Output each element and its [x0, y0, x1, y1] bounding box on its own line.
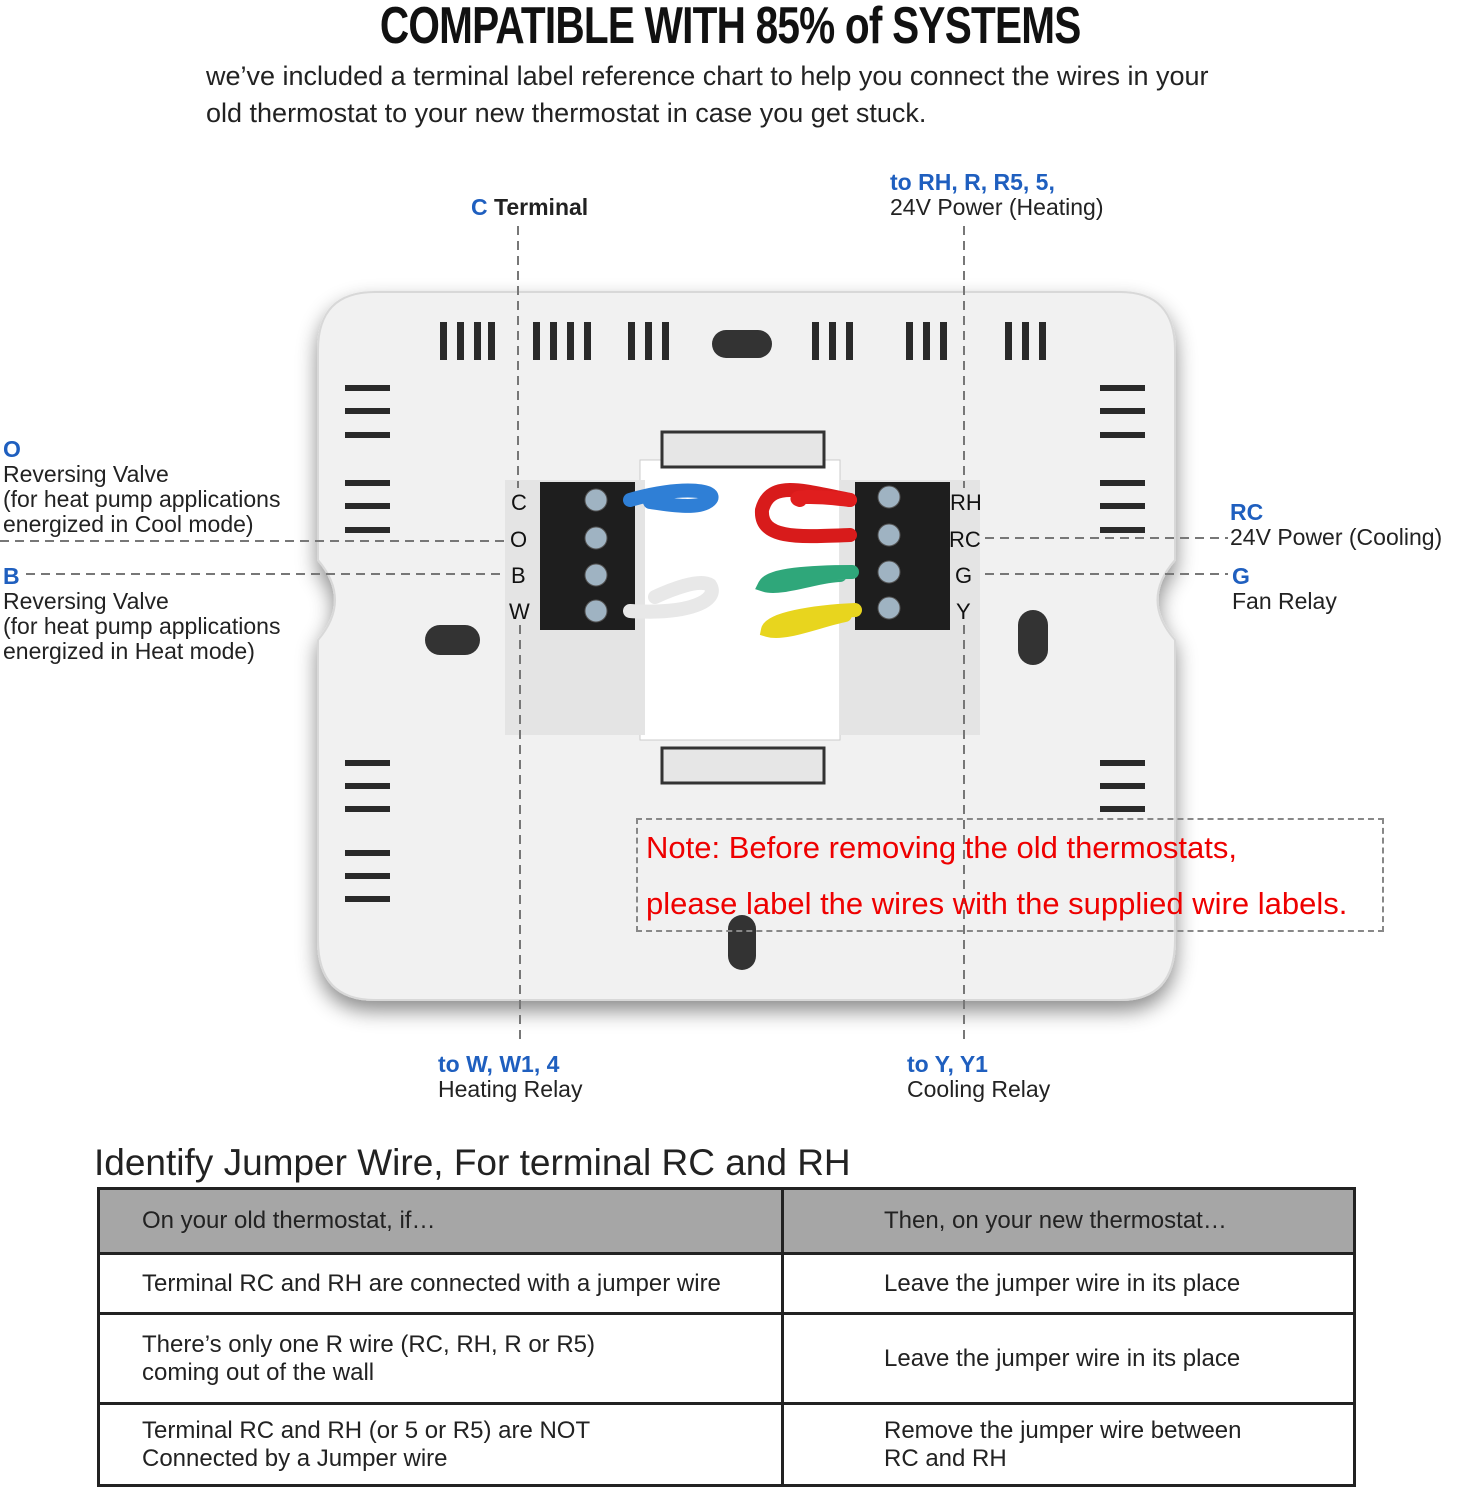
terminal-label-w: W [509, 599, 530, 624]
table-row: Terminal RC and RH are connected with a … [97, 1252, 1356, 1315]
intro-line: old thermostat to your new thermostat in… [206, 98, 927, 128]
cell-line: Leave the jumper wire in its place [884, 1269, 1241, 1297]
top-vents [440, 322, 1046, 360]
table-cell: Terminal RC and RH are connected with a … [97, 1252, 784, 1315]
note-line: please label the wires with the supplied… [646, 886, 1348, 921]
callout-key: B [3, 563, 20, 589]
wire-g [755, 565, 859, 593]
mount-slot-right [1018, 610, 1048, 665]
callout-line: (for heat pump applications [3, 486, 281, 512]
callout-text: 24V Power (Heating) [890, 194, 1104, 220]
jumper-table: On your old thermostat, if… Then, on you… [97, 1187, 1356, 1487]
callout-key: to Y, Y1 [907, 1051, 988, 1077]
cell-line: Terminal RC and RH (or 5 or R5) are NOT [142, 1416, 591, 1444]
cell-line: Remove the jumper wire between [884, 1416, 1242, 1444]
terminal-label-b: B [511, 563, 526, 588]
header-cell: On your old thermostat, if… [97, 1187, 784, 1255]
terminal-label-g: G [955, 563, 972, 588]
terminal-label-rh: RH [950, 490, 982, 515]
note-box: Note: Before removing the old thermostat… [636, 818, 1384, 932]
callout-key: C [471, 194, 488, 220]
cell-line: Connected by a Jumper wire [142, 1444, 448, 1472]
terminal-label-o: O [510, 527, 527, 552]
mount-slot-bottom [728, 915, 756, 970]
callout-text: 24V Power (Cooling) [1230, 524, 1443, 550]
callout-text: Fan Relay [1232, 588, 1337, 614]
intro-line: we’ve included a terminal label referenc… [206, 61, 1209, 91]
terminal-block-right [855, 482, 950, 630]
terminal-label-y: Y [956, 599, 971, 624]
wires [623, 483, 862, 638]
callout-key: O [3, 436, 21, 462]
side-vents [345, 385, 1145, 902]
screws [584, 485, 901, 623]
callout-text: Terminal [494, 194, 589, 220]
dashed-leaders [0, 226, 1228, 1040]
mount-slot-left [425, 625, 480, 655]
jumper-title: Identify Jumper Wire, For terminal RC an… [94, 1142, 851, 1183]
callout-key: to RH, R, R5, 5, [890, 169, 1055, 195]
callout-line: Reversing Valve [3, 461, 169, 487]
cell-line: RC and RH [884, 1444, 1007, 1472]
callout-key: RC [1230, 499, 1264, 525]
wire-rc [790, 489, 857, 507]
cell-line: There’s only one R wire (RC, RH, R or R5… [142, 1330, 596, 1358]
table-header: On your old thermostat, if… Then, on you… [97, 1187, 1356, 1255]
header-cell: Then, on your new thermostat… [781, 1187, 1356, 1255]
terminal-label-rc: RC [949, 527, 981, 552]
wire-y [759, 603, 862, 638]
callout-text: Cooling Relay [907, 1076, 1051, 1102]
cell-line: Terminal RC and RH are connected with a … [142, 1269, 721, 1297]
table-row: There’s only one R wire (RC, RH, R or R5… [97, 1312, 1356, 1405]
callout-key: G [1232, 563, 1250, 589]
terminal-label-c: C [511, 490, 527, 515]
callout-text: Heating Relay [438, 1076, 583, 1102]
callout-line: Reversing Valve [3, 588, 169, 614]
page-title: COMPATIBLE WITH 85% of SYSTEMS [380, 0, 1081, 55]
intro-text: we’ve included a terminal label referenc… [206, 58, 1326, 132]
cell-line: coming out of the wall [142, 1358, 375, 1386]
thermostat-diagram: C O B W RH RC G Y [0, 226, 1228, 1040]
table-cell: Leave the jumper wire in its place [781, 1312, 1356, 1405]
callout-line: energized in Cool mode) [3, 511, 254, 537]
wire-w [623, 575, 719, 619]
callout-line: energized in Heat mode) [3, 638, 255, 664]
table-cell: There’s only one R wire (RC, RH, R or R5… [97, 1312, 784, 1405]
note-line: Note: Before removing the old thermostat… [646, 830, 1238, 865]
top-slot [712, 330, 772, 358]
table-cell: Leave the jumper wire in its place [781, 1252, 1356, 1315]
callout-c-terminal: C Terminal [471, 195, 588, 220]
wire-c [623, 483, 719, 513]
callout-key: to W, W1, 4 [438, 1051, 560, 1077]
callout-rh: to RH, R, R5, 5,24V Power (Heating) [890, 170, 1104, 220]
cell-line: Leave the jumper wire in its place [884, 1344, 1241, 1372]
callout-line: (for heat pump applications [3, 613, 281, 639]
